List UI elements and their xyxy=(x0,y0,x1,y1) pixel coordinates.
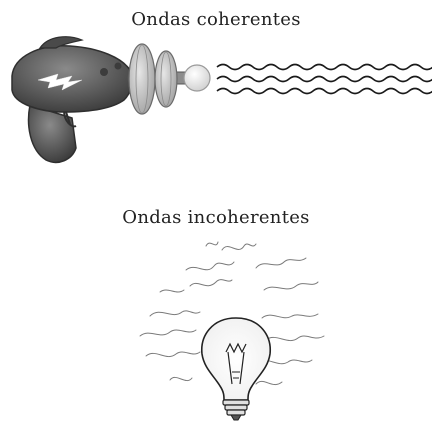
coherent-waves-title: Ondas coherentes xyxy=(131,9,301,30)
incoherent-waves-title: Ondas incoherentes xyxy=(122,207,310,228)
squiggle-6 xyxy=(149,310,201,317)
incoherent-waves xyxy=(139,241,325,386)
coherent-wave-3 xyxy=(216,87,432,95)
squiggle-12 xyxy=(169,376,193,382)
squiggle-3 xyxy=(221,243,257,251)
squiggle-5 xyxy=(263,281,319,291)
coherent-waves xyxy=(216,63,432,95)
coherent-wave-1 xyxy=(216,63,432,71)
squiggle-4 xyxy=(255,257,307,269)
squiggle-7 xyxy=(139,329,197,337)
squiggle-14 xyxy=(205,241,219,247)
squiggle-2 xyxy=(189,279,233,287)
squiggle-9 xyxy=(261,313,319,319)
ray-gun-icon xyxy=(11,36,211,164)
squiggle-1 xyxy=(185,261,235,271)
squiggle-15 xyxy=(159,289,185,293)
squiggle-8 xyxy=(145,351,201,358)
squiggle-10 xyxy=(265,335,325,342)
light-bulb-icon xyxy=(201,317,271,421)
squiggle-13 xyxy=(255,380,283,386)
coherent-wave-2 xyxy=(216,75,432,83)
